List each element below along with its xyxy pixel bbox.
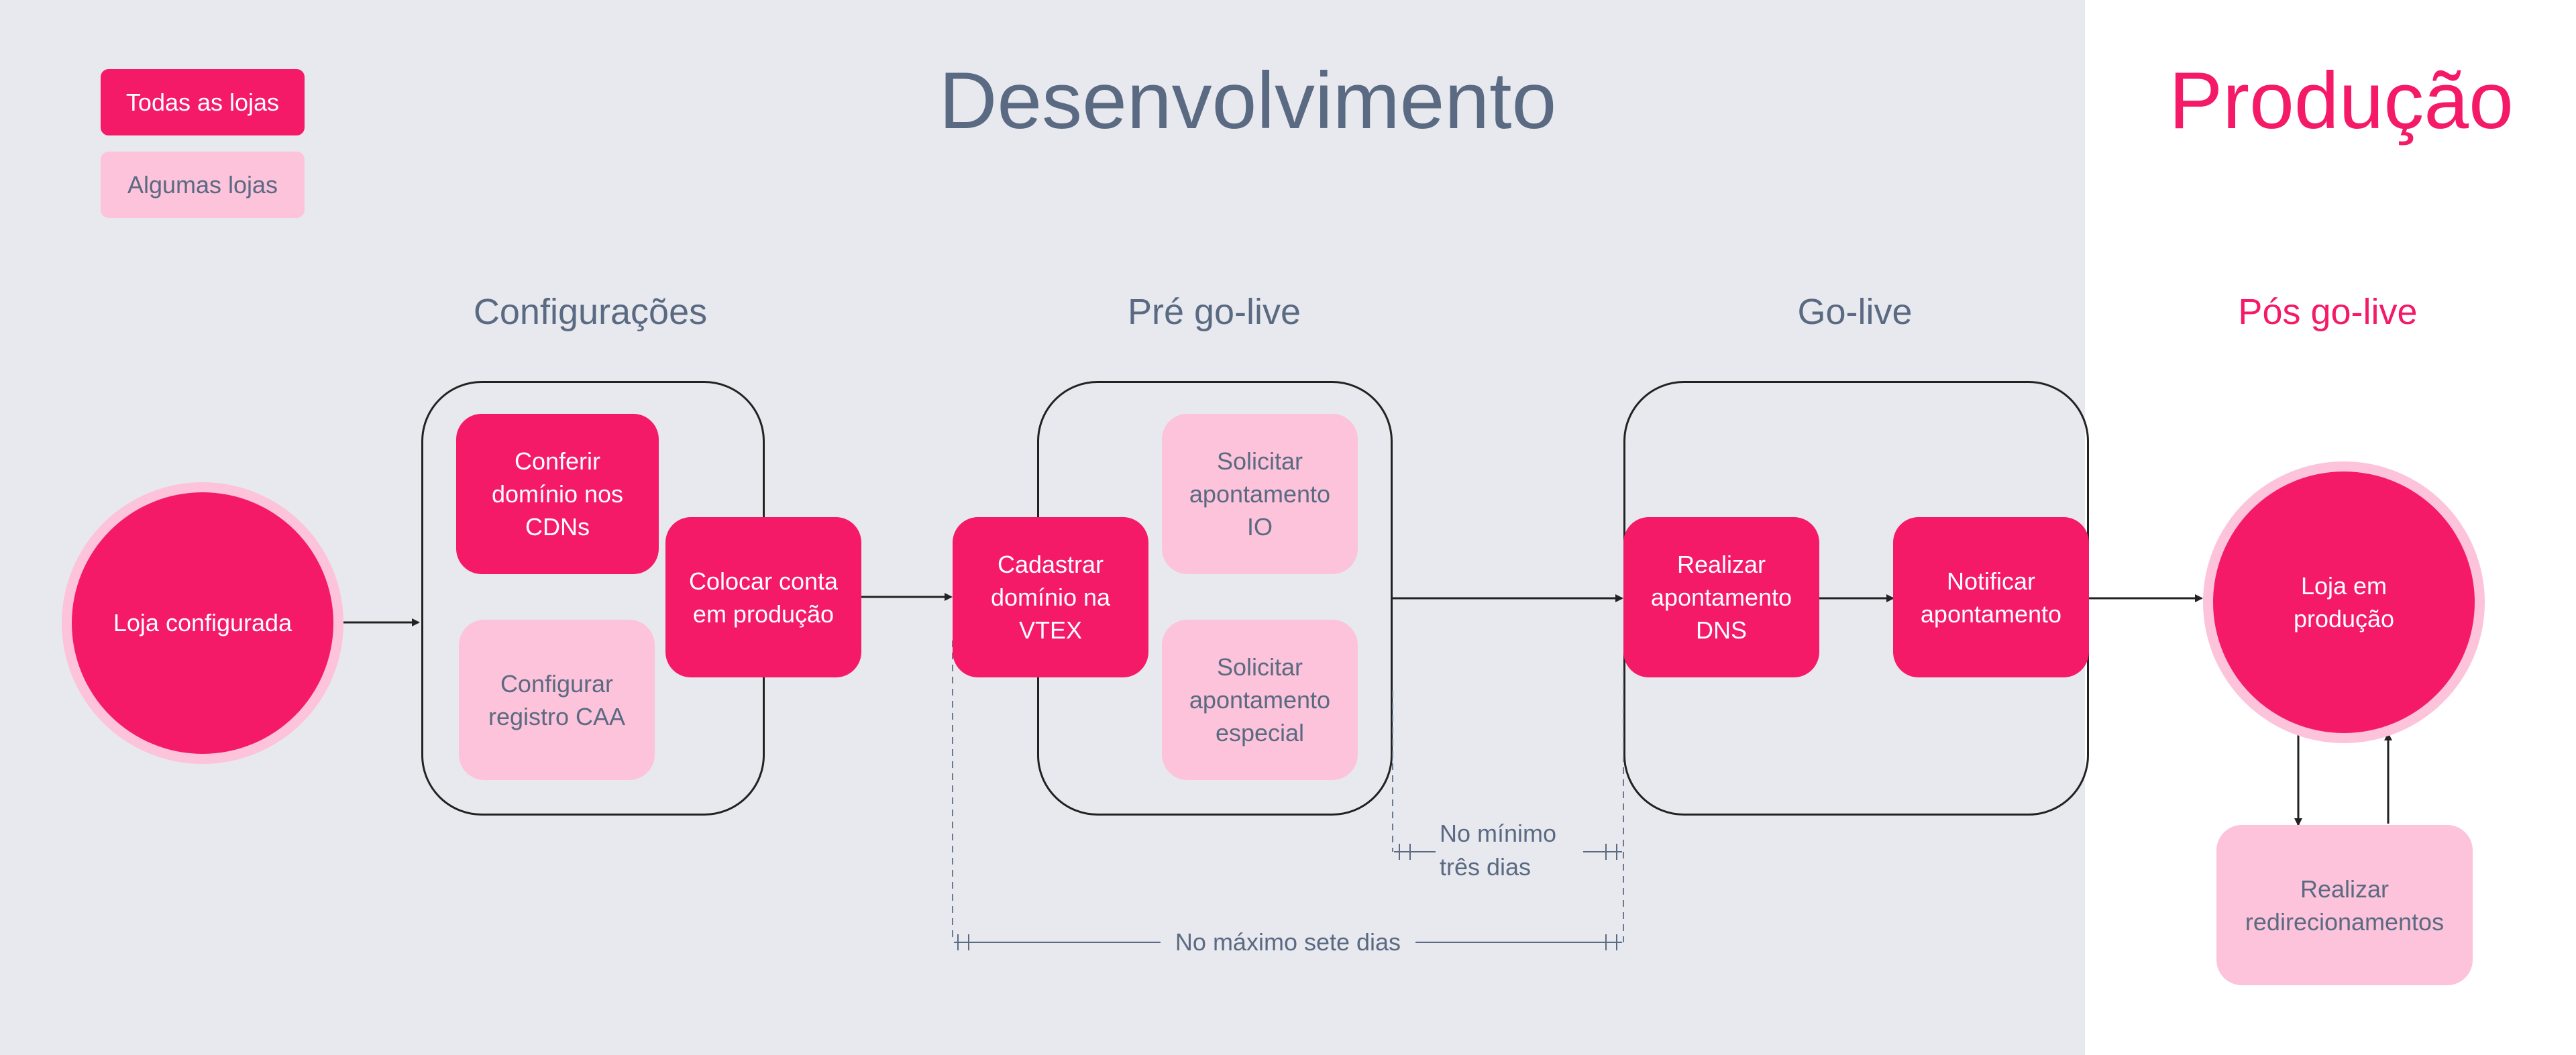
node-register-domain-vtex: Cadastrar domínio na VTEX — [953, 517, 1148, 677]
node-account-production: Colocar conta em produção — [665, 517, 861, 677]
store-configured-node: Loja configurada — [72, 492, 333, 754]
development-title: Desenvolvimento — [938, 56, 1557, 146]
store-in-production-node: Loja em produção — [2213, 471, 2475, 733]
node-notify-pointing: Notificar apontamento — [1893, 517, 2089, 677]
note-min-days: No mínimo três dias — [1436, 817, 1583, 887]
node-perform-redirects: Realizar redirecionamentos — [2216, 825, 2473, 985]
node-perform-dns-pointing: Realizar apontamento DNS — [1623, 517, 1819, 677]
node-request-pointing-special: Solicitar apontamento especial — [1162, 620, 1358, 780]
node-check-domain-cdns: Conferir domínio nos CDNs — [456, 414, 659, 574]
section-pos-golive: Pós go-live — [2238, 292, 2418, 332]
node-request-pointing-io: Solicitar apontamento IO — [1162, 414, 1358, 574]
legend-some-stores: Algumas lojas — [101, 152, 305, 218]
store-in-production-ring: Loja em produção — [2203, 461, 2485, 743]
production-title: Produção — [2169, 56, 2514, 146]
store-configured-ring: Loja configurada — [62, 482, 343, 764]
legend-all-stores: Todas as lojas — [101, 69, 305, 135]
section-golive: Go-live — [1797, 292, 1913, 332]
note-max-days: No máximo sete dias — [1161, 926, 1415, 959]
section-pre-golive: Pré go-live — [1127, 292, 1301, 332]
section-configuracoes: Configurações — [473, 292, 708, 332]
node-configure-caa: Configurar registro CAA — [459, 620, 655, 780]
